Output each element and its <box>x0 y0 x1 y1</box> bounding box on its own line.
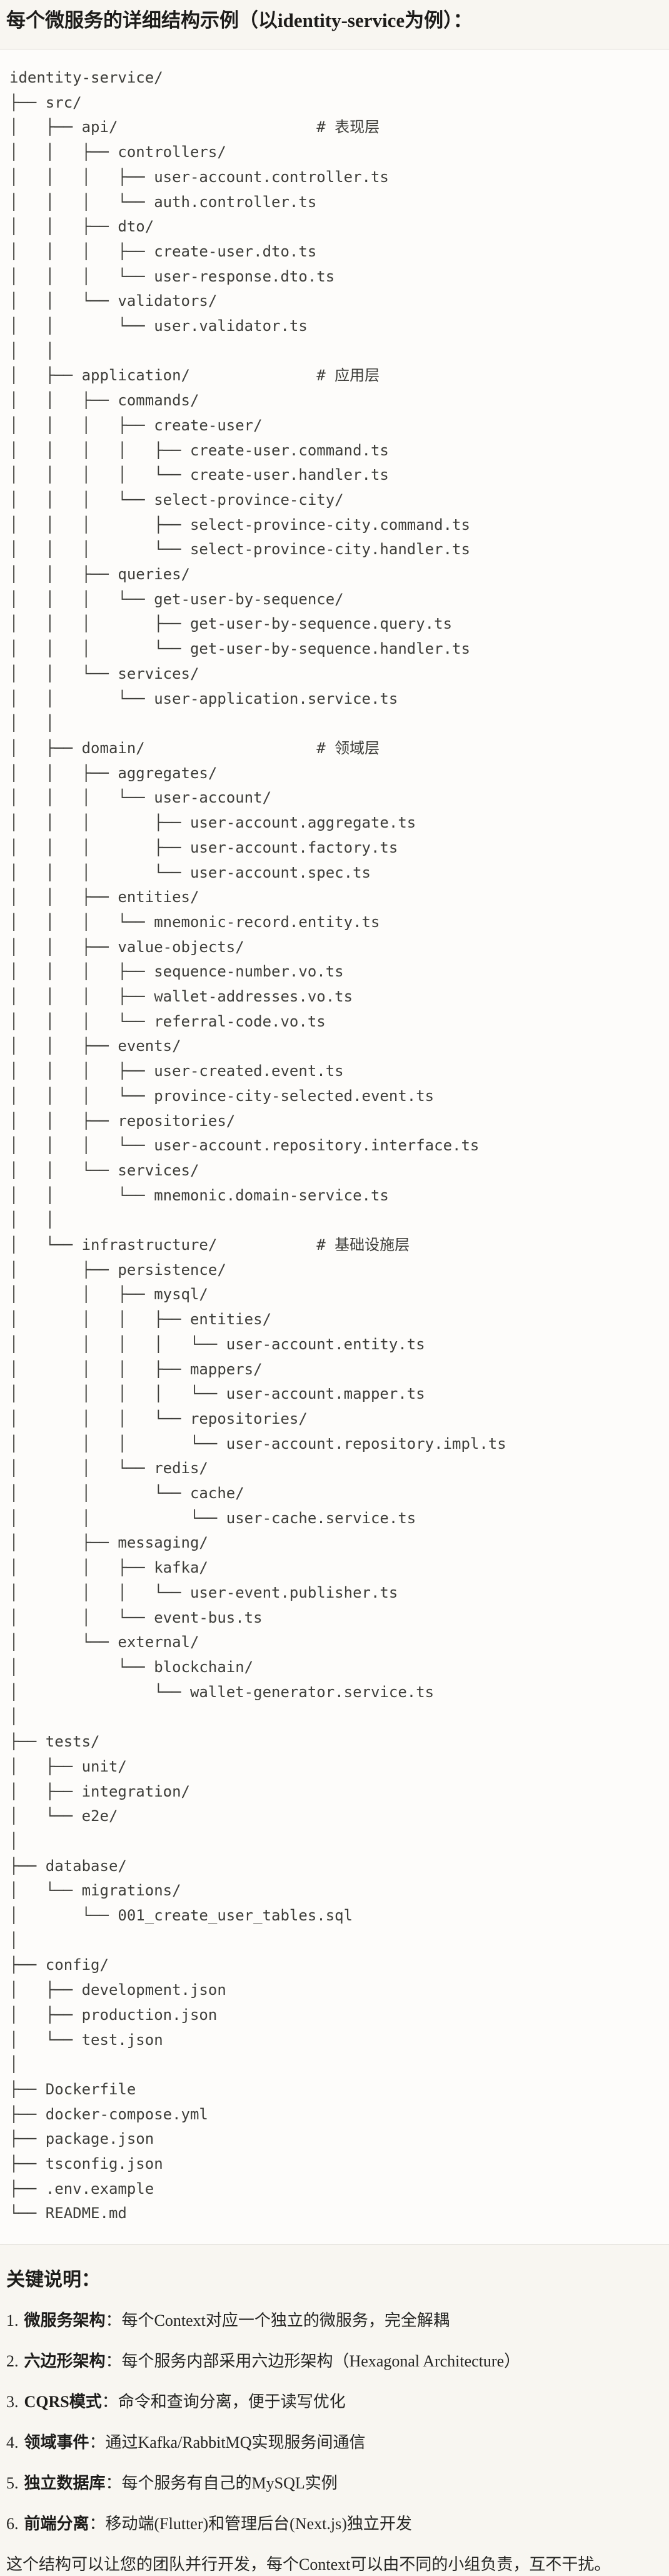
notes-heading: 关键说明： <box>6 2269 100 2291</box>
note-text: ：每个Context对应一个独立的微服务，完全解耦 <box>105 2311 450 2330</box>
note-number: 6. <box>6 2515 19 2533</box>
note-item: 1. 微服务架构：每个Context对应一个独立的微服务，完全解耦 <box>6 2310 663 2332</box>
note-item: 4. 领域事件：通过Kafka/RabbitMQ实现服务间通信 <box>6 2431 663 2454</box>
note-item: 5. 独立数据库：每个服务有自己的MySQL实例 <box>6 2472 663 2495</box>
note-label: 独立数据库 <box>24 2474 106 2493</box>
note-item: 6. 前端分离：移动端(Flutter)和管理后台(Next.js)独立开发 <box>6 2513 663 2535</box>
note-number: 4. <box>6 2433 19 2452</box>
note-number: 3. <box>6 2393 19 2411</box>
note-text: ：每个服务有自己的MySQL实例 <box>105 2474 338 2493</box>
note-label: 领域事件 <box>24 2433 89 2452</box>
note-label: CQRS模式 <box>24 2393 102 2411</box>
note-item: 2. 六边形架构：每个服务内部采用六边形架构（Hexagonal Architec… <box>6 2350 663 2373</box>
note-label: 前端分离 <box>24 2515 89 2533</box>
note-text: ：移动端(Flutter)和管理后台(Next.js)独立开发 <box>89 2515 412 2533</box>
note-label: 微服务架构 <box>24 2311 106 2330</box>
note-text: ：通过Kafka/RabbitMQ实现服务间通信 <box>89 2433 366 2452</box>
note-text: ：每个服务内部采用六边形架构（Hexagonal Architecture） <box>105 2352 521 2371</box>
note-label: 六边形架构 <box>24 2352 106 2371</box>
closing-paragraph: 这个结构可以让您的团队并行开发，每个Context可以由不同的小组负责，互不干扰… <box>6 2555 611 2574</box>
note-item: 3. CQRS模式：命令和查询分离，便于读写优化 <box>6 2391 663 2413</box>
note-number: 2. <box>6 2352 19 2371</box>
note-number: 5. <box>6 2474 19 2493</box>
directory-tree-code-block: identity-service/ ├── src/ │ ├── api/ # … <box>0 49 669 2245</box>
note-number: 1. <box>6 2311 19 2330</box>
note-text: ：命令和查询分离，便于读写优化 <box>101 2393 346 2411</box>
page-title: 每个微服务的详细结构示例（以identity-service为例）： <box>6 9 473 31</box>
